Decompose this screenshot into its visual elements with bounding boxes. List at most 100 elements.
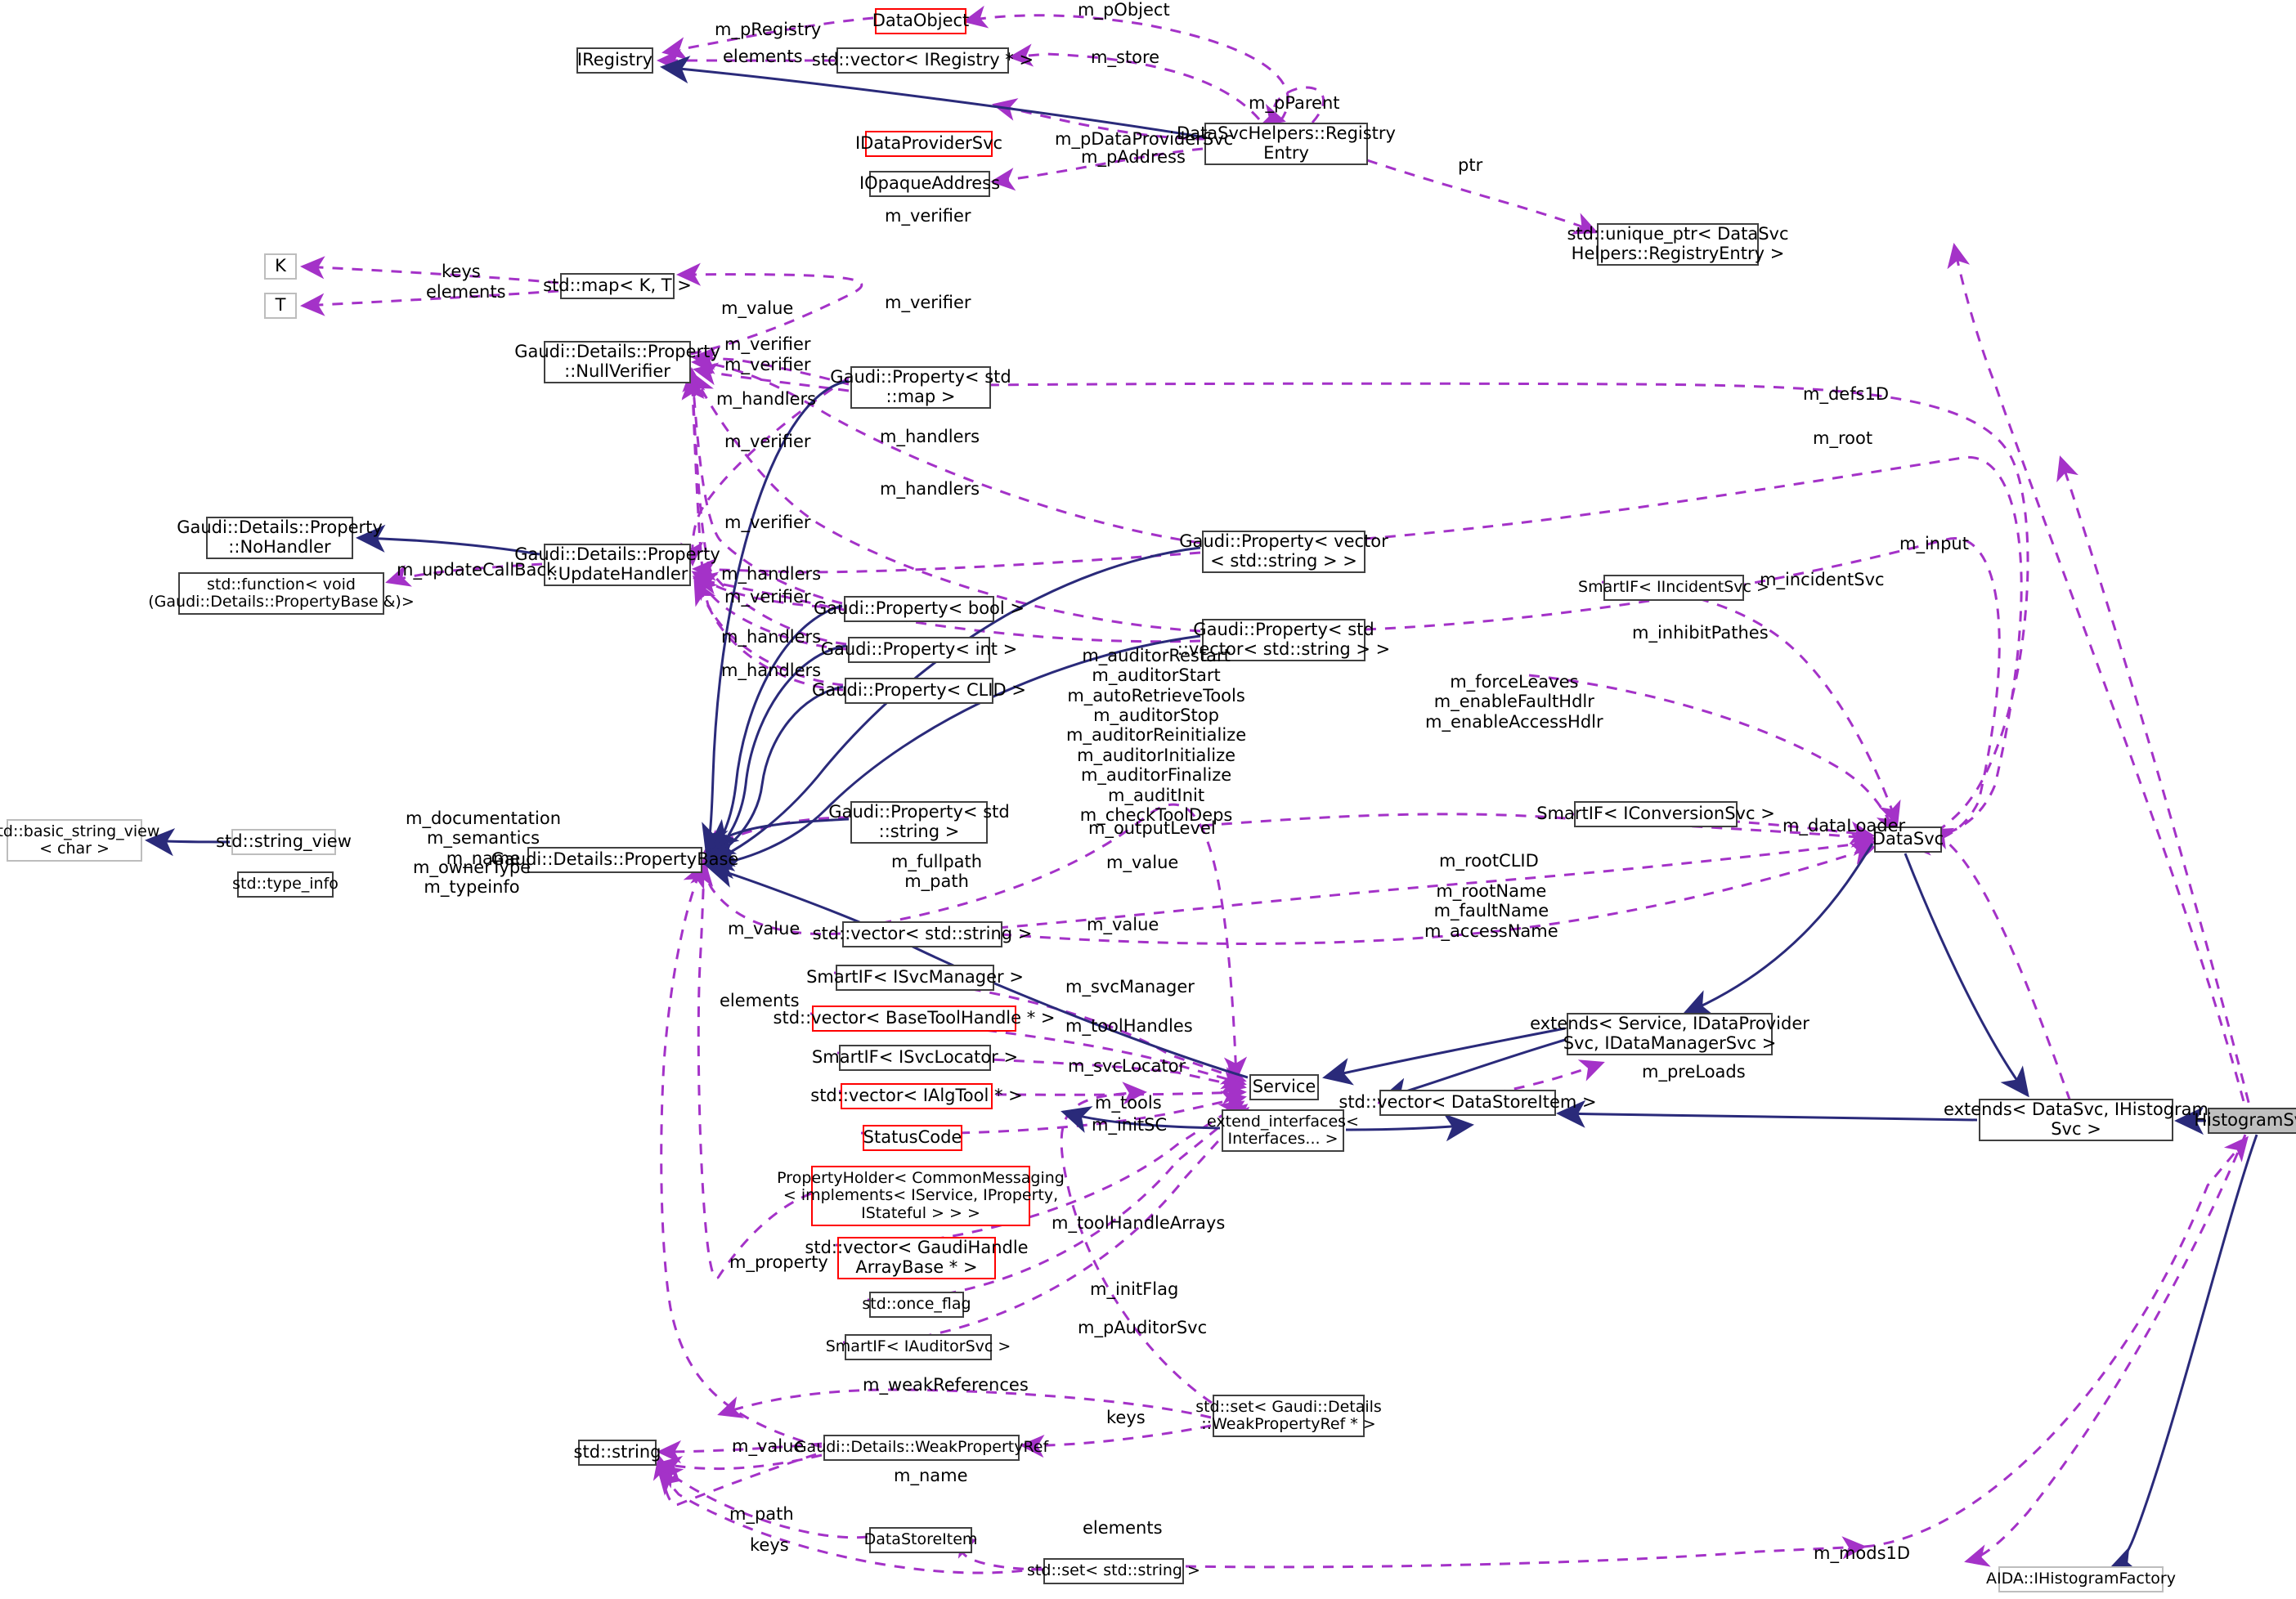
node-extend-interfaces[interactable]: extend_interfaces< Interfaces... > [1207, 1109, 1359, 1152]
node-label: std::set< Gaudi::Details ::WeakPropertyR… [1195, 1397, 1382, 1433]
node-label: std::vector< IAlgTool * > [810, 1086, 1023, 1106]
node-label: StatusCode [863, 1127, 962, 1148]
node-label: SmartIF< IIncidentSvc > [1578, 578, 1769, 597]
edge-label-m-verifier-2: m_verifier [885, 293, 971, 312]
node-std-vector-gaudihandlearraybase[interactable]: std::vector< GaudiHandle ArrayBase * > [805, 1237, 1029, 1279]
edge-label-m-incidentsvc: m_incidentSvc [1760, 570, 1885, 589]
node-std-function-void-propertybase[interactable]: std::function< void (Gaudi::Details::Pro… [148, 572, 415, 615]
node-std-set-std-string[interactable]: std::set< std::string > [1027, 1558, 1200, 1584]
edge-label-m-value-1: m_value [721, 298, 794, 318]
node-label: K [275, 256, 286, 276]
node-dataobject[interactable]: DataObject [872, 8, 969, 34]
node-gaudi-property-int[interactable]: Gaudi::Property< int > [821, 637, 1017, 663]
node-gaudi-property-clid[interactable]: Gaudi::Property< CLID > [812, 678, 1026, 704]
node-aida-ihistogramfactory[interactable]: AIDA::IHistogramFactory [1986, 1566, 2176, 1592]
node-label: Gaudi::Details::WeakPropertyRef [794, 1438, 1049, 1457]
edge-label-m-tools: m_tools [1095, 1093, 1162, 1113]
edge-label-elements-map: elements [426, 282, 506, 302]
node-smartif-iincidentsvc[interactable]: SmartIF< IIncidentSvc > [1578, 575, 1769, 601]
node-propertyholder[interactable]: PropertyHolder< CommonMessaging < implem… [777, 1166, 1065, 1226]
node-std-set-weakpropertyref[interactable]: std::set< Gaudi::Details ::WeakPropertyR… [1195, 1395, 1382, 1437]
node-std-vector-datastoreitem[interactable]: std::vector< DataStoreItem > [1339, 1090, 1597, 1116]
node-service[interactable]: Service [1249, 1074, 1319, 1100]
node-smartif-isvcmanager[interactable]: SmartIF< ISvcManager > [806, 965, 1024, 991]
node-datastoreitem[interactable]: DataStoreItem [864, 1527, 977, 1553]
node-std-type-info[interactable]: std::type_info [232, 871, 339, 898]
edge-label-elements-datastoreitem: elements [1083, 1518, 1163, 1538]
node-std-vector-ialgtool[interactable]: std::vector< IAlgTool * > [810, 1083, 1023, 1109]
node-std-string[interactable]: std::string [574, 1440, 661, 1466]
node-std-once-flag[interactable]: std::once_flag [862, 1292, 971, 1318]
node-gaudi-property-std-string[interactable]: Gaudi::Property< std ::string > [828, 801, 1010, 844]
node-label: SmartIF< ISvcManager > [806, 967, 1024, 988]
edge-label-m-weakreferences: m_weakReferences [863, 1375, 1029, 1395]
edge-label-m-handlers-3: m_handlers [880, 479, 980, 499]
node-statuscode[interactable]: StatusCode [863, 1125, 962, 1151]
node-label: PropertyHolder< CommonMessaging < implem… [777, 1169, 1065, 1222]
node-iregistry[interactable]: IRegistry [576, 47, 653, 74]
node-gaudi-details-propertybase[interactable]: Gaudi::Details::PropertyBase [491, 847, 738, 873]
edge-label-m-value-2: m_value [1106, 853, 1179, 872]
node-extends-datasvc-ihistogramsvc[interactable]: extends< DataSvc, IHistogram Svc > [1944, 1099, 2209, 1141]
node-label: std::basic_string_view < char > [0, 822, 160, 858]
edge-label-m-verifier-7: m_verifier [724, 587, 811, 607]
node-smartif-iconversionsvc[interactable]: SmartIF< IConversionSvc > [1536, 801, 1775, 827]
node-label: std::string_view [216, 831, 352, 852]
node-label: extends< Service, IDataProvider Svc, IDa… [1530, 1014, 1809, 1053]
node-k[interactable]: K [264, 253, 297, 280]
edge-label-m-svcmanager: m_svcManager [1065, 977, 1195, 997]
node-gaudi-property-bool[interactable]: Gaudi::Property< bool > [814, 596, 1025, 622]
node-label: std::vector< GaudiHandle ArrayBase * > [805, 1238, 1029, 1277]
edge-label-m-inhibitpathes: m_inhibitPathes [1632, 623, 1769, 643]
edge-label-m-input: m_input [1899, 534, 1969, 553]
node-property-nohandler[interactable]: Gaudi::Details::Property ::NoHandler [177, 517, 383, 559]
edge-label-elements-iregistry: elements [723, 47, 803, 66]
edge-label-m-fullpath-group: m_fullpath m_path [891, 852, 983, 892]
node-smartif-isvclocator[interactable]: SmartIF< ISvcLocator > [812, 1045, 1018, 1071]
node-property-nullverifier[interactable]: Gaudi::Details::Property ::NullVerifier [514, 341, 720, 383]
edge-label-m-store: m_store [1091, 47, 1160, 67]
node-iopaqueaddress[interactable]: IOpaqueAddress [859, 171, 1000, 197]
node-gaudi-property-std-map[interactable]: Gaudi::Property< std ::map > [830, 366, 1011, 409]
node-std-string-view[interactable]: std::string_view [216, 829, 352, 855]
node-unique-ptr-registryentry[interactable]: std::unique_ptr< DataSvc Helpers::Regist… [1567, 223, 1789, 266]
node-std-vector-std-string[interactable]: std::vector< std::string > [813, 921, 1032, 947]
node-idataprovidersvc[interactable]: IDataProviderSvc [855, 131, 1002, 157]
edge-label-keys-weakpropref: keys [1106, 1408, 1146, 1427]
node-property-updatehandler[interactable]: Gaudi::Details::Property ::UpdateHandler [514, 544, 720, 586]
node-label: Gaudi::Property< std ::map > [830, 367, 1011, 406]
node-gaudi-property-vector-string[interactable]: Gaudi::Property< vector < std::string > … [1179, 531, 1388, 573]
node-label: std::type_info [232, 875, 339, 894]
node-smartif-iauditorsvc[interactable]: SmartIF< IAuditorSvc > [826, 1334, 1011, 1360]
node-label: std::function< void (Gaudi::Details::Pro… [148, 575, 415, 611]
node-label: std::once_flag [862, 1295, 971, 1314]
node-std-vector-iregistry[interactable]: std::vector< IRegistry * > [812, 47, 1034, 74]
node-extends-service-idataprovidersvc[interactable]: extends< Service, IDataProvider Svc, IDa… [1530, 1013, 1809, 1055]
node-datasvchelpers-registryentry[interactable]: DataSvcHelpers::Registry Entry [1177, 123, 1396, 165]
node-std-vector-basetoolhandle[interactable]: std::vector< BaseToolHandle * > [774, 1006, 1055, 1032]
edge-label-elements-vector-string: elements [720, 991, 800, 1010]
edge-label-keys-set-string: keys [750, 1535, 789, 1555]
node-datasvc[interactable]: DataSvc [1872, 826, 1944, 853]
node-label: Gaudi::Property< vector < std::string > … [1179, 531, 1388, 571]
node-t[interactable]: T [264, 293, 297, 319]
edge-label-m-verifier-5: m_verifier [724, 432, 811, 451]
edge-label-m-pregistry: m_pRegistry [715, 20, 822, 39]
node-std-map-k-t[interactable]: std::map< K, T > [543, 273, 692, 299]
edge-label-m-toolhandles: m_toolHandles [1065, 1016, 1193, 1036]
node-label: SmartIF< IConversionSvc > [1536, 804, 1775, 824]
node-label: std::set< std::string > [1027, 1561, 1200, 1580]
node-gaudi-details-weakpropertyref[interactable]: Gaudi::Details::WeakPropertyRef [795, 1435, 1048, 1461]
edge-label-m-updatecallback: m_updateCallBack [397, 560, 557, 580]
node-label: Gaudi::Details::Property ::NoHandler [177, 517, 383, 557]
node-label: Gaudi::Details::PropertyBase [491, 849, 739, 870]
node-label: DataSvc [1872, 829, 1944, 849]
edge-label-keys-map: keys [442, 262, 481, 281]
node-gaudi-property-std-vector-string[interactable]: Gaudi::Property< std ::vector< std::stri… [1177, 619, 1390, 661]
edge-label-m-handlers-6: m_handlers [721, 661, 822, 680]
node-label: IOpaqueAddress [859, 173, 1001, 194]
edge-label-m-value-5: m_value [732, 1436, 805, 1456]
node-basic-string-view-char[interactable]: std::basic_string_view < char > [0, 819, 159, 862]
